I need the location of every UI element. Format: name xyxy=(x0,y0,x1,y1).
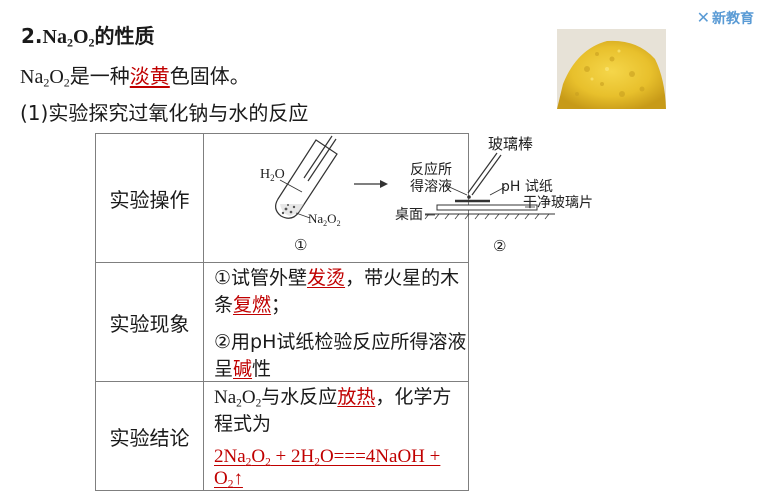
glass-slide-icon xyxy=(424,199,555,220)
solution-labels: 反应所 得溶液 xyxy=(410,162,452,195)
logo-text: 新教育 xyxy=(712,11,754,27)
desk-label: 桌面 xyxy=(395,207,423,223)
table-row: 实验结论 Na2O2与水反应放热，化学方程式为 2Na2O2 + 2H2O===… xyxy=(95,381,469,491)
intro-line: Na2O2是一种淡黄色固体。 xyxy=(20,64,250,90)
rod-label: 玻璃棒 xyxy=(488,135,533,153)
glass-label: 干净玻璃片 xyxy=(523,194,593,211)
arrow-right-icon xyxy=(354,180,388,188)
svg-text:Na2O2: Na2O2 xyxy=(308,211,341,228)
row-label-operation: 实验操作 xyxy=(95,133,204,263)
chemical-equation: 2Na2O2 + 2H2O===4NaOH + O2↑ xyxy=(214,446,441,491)
step-2-label: ② xyxy=(493,237,506,255)
row-label-phenomena: 实验现象 xyxy=(95,262,204,382)
table-row: 实验现象 ①试管外壁发烫，带火星的木条复燃； ②用pH试纸检验反应所得溶液呈碱性 xyxy=(95,262,469,382)
step-1-label: ① xyxy=(294,236,307,254)
title-formula: Na2O2 xyxy=(42,26,95,50)
conclusion-cell: Na2O2与水反应放热，化学方程式为 2Na2O2 + 2H2O===4NaOH… xyxy=(203,381,469,491)
table-row: 实验操作 H2O xyxy=(95,133,469,263)
conclusion-text: Na2O2与水反应放热，化学方程式为 xyxy=(214,386,452,435)
phenomenon-1: ①试管外壁发烫，带火星的木条复燃； xyxy=(214,267,460,316)
intro-formula: Na2O2 xyxy=(20,66,70,90)
title-suffix: 的性质 xyxy=(94,24,155,48)
section-number: 2. xyxy=(21,24,43,48)
brand-logo: ✕新教育 xyxy=(697,8,754,28)
sodium-peroxide-photo xyxy=(557,29,666,109)
x-logo-icon: ✕ xyxy=(696,8,710,27)
experiment-diagram: H2O Na2O2 ① 反应所 得溶液 玻璃棒 xyxy=(260,135,388,254)
ph-paper-label: pH 试纸 xyxy=(501,179,553,195)
color-answer: 淡黄 xyxy=(129,64,170,88)
phenomenon-2: ②用pH试纸检验反应所得溶液呈碱性 xyxy=(214,331,467,380)
operation-diagram-cell: H2O Na2O2 ① 反应所 得溶液 玻璃棒 xyxy=(203,133,469,263)
row-label-conclusion: 实验结论 xyxy=(95,381,204,491)
experiment-title: (1)实验探究过氧化钠与水的反应 xyxy=(20,101,309,125)
svg-text:H2O: H2O xyxy=(260,167,285,183)
phenomena-cell: ①试管外壁发烫，带火星的木条复燃； ②用pH试纸检验反应所得溶液呈碱性 xyxy=(203,262,469,382)
test-tube-icon xyxy=(275,135,338,219)
glass-rod-icon xyxy=(467,152,502,196)
section-title: 2.Na2O2的性质 xyxy=(21,20,155,49)
ph-test-diagram: 玻璃棒 pH 试纸 干净玻璃片 桌面 ② xyxy=(395,135,593,255)
